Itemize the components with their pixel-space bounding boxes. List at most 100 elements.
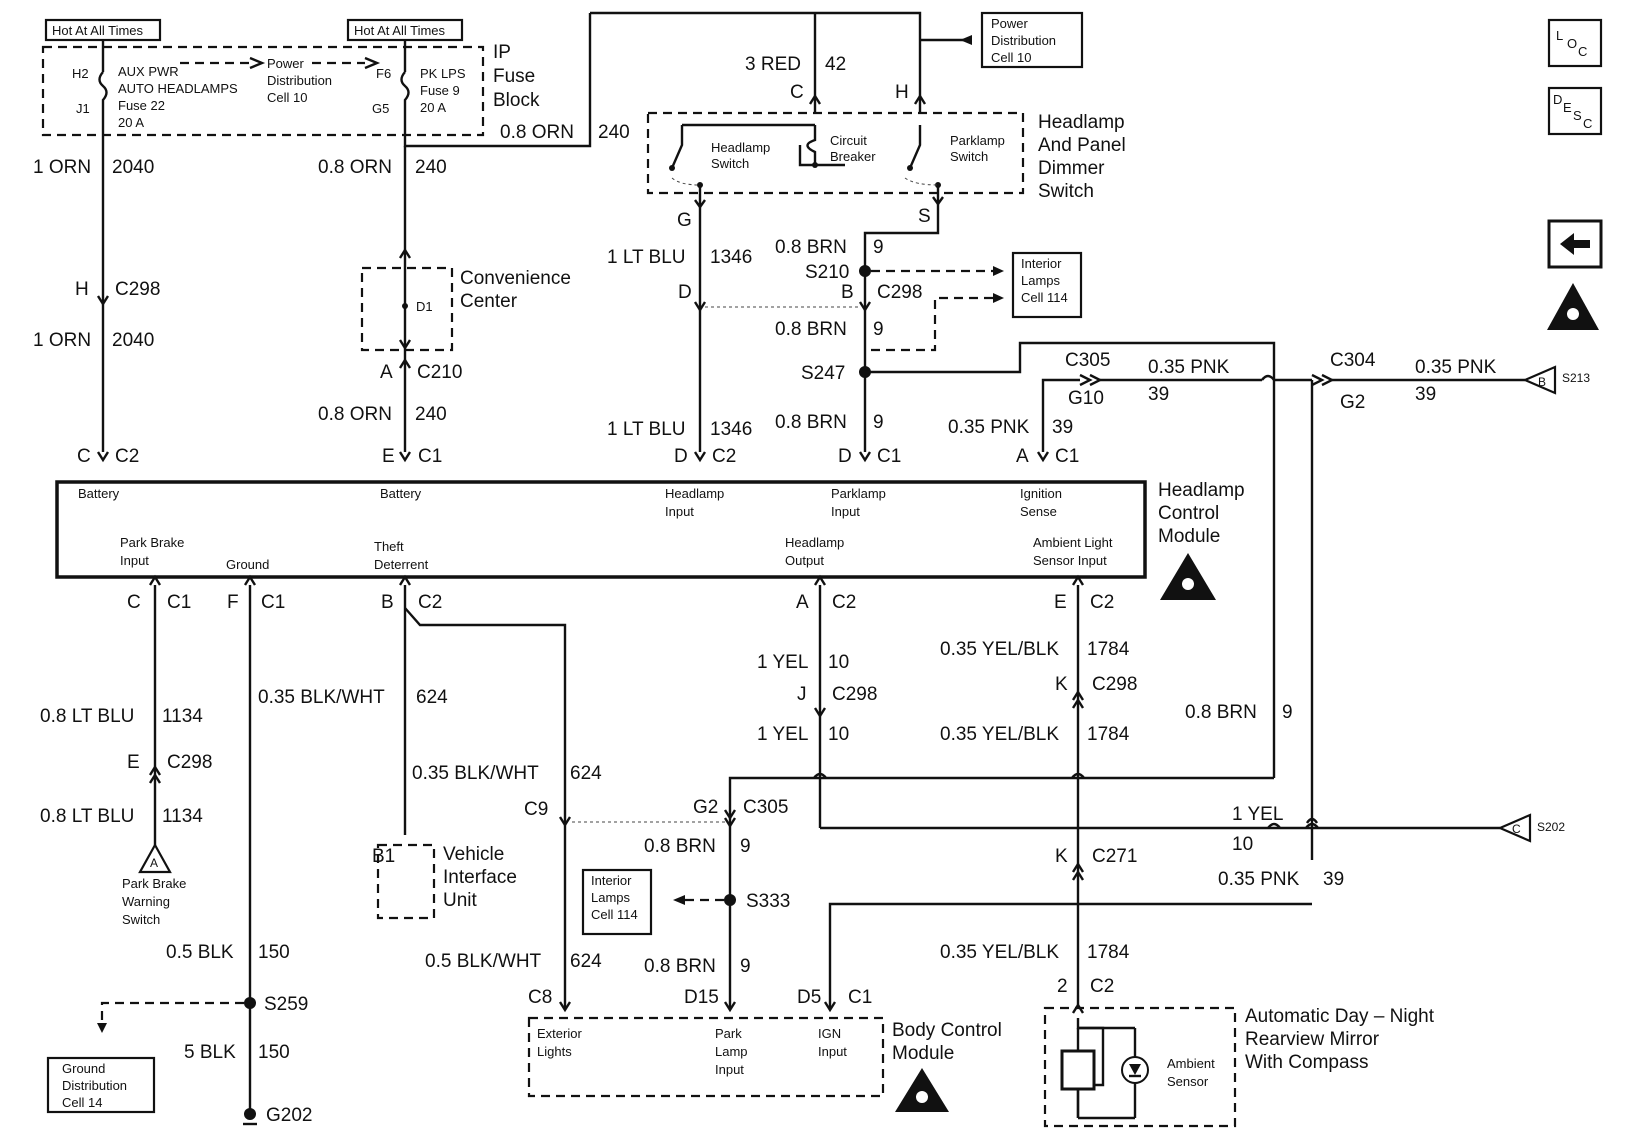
circuit-number: 9 xyxy=(873,319,884,340)
connector-label: C210 xyxy=(417,362,462,383)
connector-label: C305 xyxy=(743,797,788,818)
circuit-number: 39 xyxy=(1148,384,1169,405)
ref-label: Lamps xyxy=(1021,273,1061,288)
component-title: Interface xyxy=(443,867,517,888)
switch-label: Parklamp xyxy=(950,133,1005,148)
ref-label: Cell 114 xyxy=(1021,290,1068,305)
circuit-number: 2040 xyxy=(112,157,154,178)
splice-label: S210 xyxy=(805,262,849,283)
fuse-icon xyxy=(400,47,410,135)
pin-label: G2 xyxy=(693,797,718,818)
module-pin-label: Parklamp xyxy=(831,486,886,501)
module-pin-label: Battery xyxy=(380,486,422,501)
pin-label: G10 xyxy=(1068,388,1104,409)
wire-label: 1 YEL xyxy=(1232,804,1283,825)
component-title: Warning xyxy=(122,894,170,909)
circuit-number: 1784 xyxy=(1087,724,1130,745)
circuit-number: 624 xyxy=(570,951,602,972)
connector-label: C1 xyxy=(261,592,285,613)
loc-icon[interactable]: L O C xyxy=(1547,18,1603,68)
component-title: Body Control xyxy=(892,1020,1002,1041)
module-pin-label: Input xyxy=(665,504,694,519)
component-title: Vehicle xyxy=(443,844,504,865)
circuit-number: 9 xyxy=(873,237,884,258)
pin-label: C xyxy=(1512,822,1521,836)
pin-label: E xyxy=(127,752,140,773)
interior-lamps-ref[interactable]: Interior Lamps Cell 114 xyxy=(1011,251,1083,319)
pin-label: S xyxy=(918,206,931,227)
module-pin-label: Park xyxy=(715,1026,742,1041)
pin-label: D xyxy=(838,446,852,467)
circuit-number: 39 xyxy=(1323,869,1344,890)
back-arrow-icon[interactable] xyxy=(1547,219,1603,269)
wire-label: 5 BLK xyxy=(184,1042,236,1063)
fuse-label: AUX PWR xyxy=(118,64,179,79)
wire-label: 1 ORN xyxy=(33,157,91,178)
connector-label: C1 xyxy=(848,987,872,1008)
connector-label: C1 xyxy=(418,446,442,467)
breaker-label: Breaker xyxy=(830,149,876,164)
connector-label: C298 xyxy=(1092,674,1137,695)
connector-label: C1 xyxy=(167,592,191,613)
wire-150: F C1 0.5 BLK 150 S259 5 BLK 150 G202 xyxy=(97,574,312,1126)
esd-sensitive-icon xyxy=(1160,553,1216,600)
fuse-icon xyxy=(98,47,108,135)
ref-label: Power xyxy=(267,56,305,71)
fuse-label: PK LPS xyxy=(420,66,466,81)
wire-1346: 1 LT BLU 1346 D 1 LT BLU 1346 D C2 xyxy=(607,205,860,467)
component-title: And Panel xyxy=(1038,135,1126,156)
icon-letter: S xyxy=(1573,108,1582,123)
module-pin-label: Ambient Light xyxy=(1033,535,1113,550)
connector-label: C298 xyxy=(115,279,160,300)
interior-lamps-ref-2[interactable]: Interior Lamps Cell 114 xyxy=(581,868,653,936)
pin-label: C xyxy=(127,592,141,613)
wire-label: 0.8 LT BLU xyxy=(40,806,134,827)
module-pin-label: Exterior xyxy=(537,1026,582,1041)
ground-distribution-ref[interactable]: Ground Distribution Cell 14 xyxy=(46,1056,156,1114)
wire-2040: 1 ORN 2040 H C298 1 ORN 2040 C C2 xyxy=(33,135,160,467)
module-pin-label: Output xyxy=(785,553,824,568)
module-pin-label: Input xyxy=(715,1062,744,1077)
fuse-block-title: Fuse xyxy=(493,66,535,87)
circuit-number: 1784 xyxy=(1087,639,1130,660)
convenience-center: D1 0.8 ORN 240 Convenience Center A C210… xyxy=(318,146,571,467)
component-title: Center xyxy=(460,291,518,312)
pin-label: E xyxy=(1054,592,1067,613)
module-pin-label: Ignition xyxy=(1020,486,1062,501)
connector-triangle-icon xyxy=(138,842,172,874)
headlamp-dimmer-switch: 3 RED 42 C H 0.8 ORN 240 Headlamp Switch… xyxy=(403,11,1126,231)
fuse-label: Fuse 9 xyxy=(420,83,460,98)
wire-label: 0.8 BRN xyxy=(775,412,847,433)
ground-label: G202 xyxy=(266,1105,312,1126)
pin-label: D15 xyxy=(684,987,719,1008)
pin-label: H xyxy=(75,279,89,300)
wire-label: 0.8 ORN xyxy=(318,157,392,178)
wire-10: C S202 A C2 1 YEL 10 J C298 1 YEL 10 1 Y… xyxy=(757,574,1565,855)
connector-label: C304 xyxy=(1330,350,1376,371)
fuse-label: Fuse 22 xyxy=(118,98,165,113)
power-distribution-ref[interactable]: Power Distribution Cell 10 xyxy=(920,11,1084,69)
ip-fuse-block: Hot At All Times Hot At All Times IP Fus… xyxy=(41,18,540,137)
circuit-number: 1346 xyxy=(710,419,752,440)
wire-label: 0.35 PNK xyxy=(1415,357,1497,378)
circuit-number: 240 xyxy=(415,157,447,178)
wire-label: 0.35 YEL/BLK xyxy=(940,942,1059,963)
circuit-number: 9 xyxy=(1282,702,1293,723)
switch-label: Switch xyxy=(711,156,749,171)
module-pin-label: Sensor Input xyxy=(1033,553,1107,568)
icon-letter: C xyxy=(1578,44,1587,59)
pin-label: J1 xyxy=(76,101,90,116)
ref-label: Interior xyxy=(1021,256,1062,271)
pin-label: F6 xyxy=(376,66,391,81)
esd-sensitive-icon xyxy=(1547,283,1599,330)
desc-icon[interactable]: D E S C xyxy=(1547,86,1603,136)
ref-label: Distribution xyxy=(991,33,1056,48)
wire-label: 0.8 BRN xyxy=(775,319,847,340)
module-pin-label: Deterrent xyxy=(374,557,429,572)
connector-triangle-icon xyxy=(1522,365,1557,395)
circuit-number: 39 xyxy=(1052,417,1073,438)
breaker-label: Circuit xyxy=(830,133,867,148)
module-pin-label: Ground xyxy=(226,557,269,572)
wire-label: 0.35 YEL/BLK xyxy=(940,639,1059,660)
icon-letter: C xyxy=(1583,116,1592,131)
